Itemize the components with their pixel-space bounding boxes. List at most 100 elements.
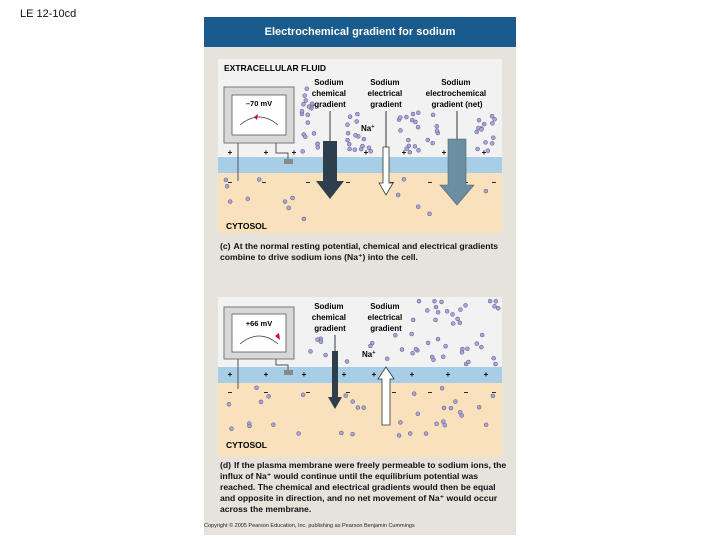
- plus-charge: +: [372, 370, 377, 379]
- sodium-ion: [345, 122, 350, 127]
- minus-charge: –: [346, 388, 351, 397]
- sodium-ion: [256, 177, 262, 182]
- label-chemical-gradient: Sodium chemical gradient: [312, 78, 348, 109]
- sodium-ion: [404, 146, 409, 151]
- plus-charge: +: [264, 370, 269, 379]
- sodium-ion: [453, 399, 458, 404]
- sodium-ion: [398, 420, 403, 425]
- ion-label-na: Na+: [361, 124, 374, 133]
- sodium-ion: [444, 309, 450, 314]
- minus-charge: –: [492, 178, 497, 187]
- sodium-ion: [423, 431, 429, 436]
- meter-reading: –70 mV: [246, 99, 272, 108]
- sodium-ion: [393, 333, 398, 338]
- net-gradient-arrow: [439, 138, 475, 206]
- region-label-extracellular: EXTRACELLULAR FLUID: [224, 63, 326, 73]
- label-net-gradient: Sodium electrochemical gradient (net): [426, 78, 489, 109]
- minus-charge: –: [228, 388, 233, 397]
- meter-needle: [275, 333, 280, 340]
- caption-tag-c: (c): [220, 241, 231, 251]
- sodium-ion: [439, 299, 444, 305]
- sodium-ion: [404, 114, 409, 120]
- plus-charge: +: [402, 148, 407, 157]
- sodium-ion: [347, 141, 352, 147]
- label-electrical-gradient: Sodium electrical gradient: [368, 302, 405, 333]
- sodium-ion: [396, 433, 402, 438]
- sodium-ion: [483, 422, 489, 428]
- sodium-ion: [361, 405, 366, 410]
- sodium-ion: [369, 340, 375, 346]
- sodium-ion: [466, 359, 471, 365]
- sodium-ion: [413, 119, 418, 125]
- sodium-ion: [493, 361, 498, 367]
- sodium-ion: [441, 405, 447, 411]
- sodium-ion: [290, 195, 295, 201]
- sodium-ion: [463, 303, 468, 308]
- sodium-ion: [305, 112, 310, 118]
- sodium-ion: [489, 113, 495, 119]
- sodium-ion: [448, 405, 454, 411]
- minus-charge: –: [428, 178, 433, 187]
- meter-needle: [254, 114, 258, 120]
- sodium-ion: [435, 310, 441, 315]
- plus-charge: +: [442, 148, 447, 157]
- sodium-ion: [368, 149, 373, 154]
- plus-charge: +: [364, 148, 369, 157]
- sodium-ion: [343, 393, 348, 398]
- sodium-ion: [416, 298, 422, 304]
- ion-dots: [223, 86, 497, 222]
- sodium-ion: [344, 359, 350, 364]
- sodium-ion: [258, 399, 264, 405]
- region-label-cytosol: CYTOSOL: [226, 221, 267, 231]
- sodium-ion: [401, 177, 407, 182]
- minus-charge: –: [464, 388, 469, 397]
- sodium-ion: [315, 337, 320, 342]
- sodium-ion: [410, 350, 415, 356]
- sodium-ion: [323, 352, 328, 358]
- sodium-ion: [299, 108, 305, 114]
- caption-text-d: If the plasma membrane were freely perme…: [220, 460, 507, 514]
- sodium-ion: [353, 133, 358, 138]
- sodium-ion: [483, 140, 488, 145]
- sodium-ion: [302, 93, 307, 98]
- sodium-ion: [441, 419, 446, 424]
- voltmeter: +66 mV: [223, 306, 295, 389]
- sodium-ion: [411, 391, 417, 396]
- sodium-ion: [491, 355, 496, 361]
- sodium-ion: [429, 354, 435, 360]
- sodium-ion: [476, 404, 482, 410]
- plus-charge: +: [228, 370, 233, 379]
- sodium-ion: [303, 98, 309, 103]
- minus-charge: –: [306, 178, 311, 187]
- sodium-ion: [398, 128, 403, 133]
- sodium-ion: [465, 346, 470, 352]
- sodium-ion: [416, 110, 421, 115]
- sodium-ion: [479, 332, 485, 338]
- plus-charge: +: [446, 370, 451, 379]
- electrode-right: [275, 143, 289, 159]
- sodium-ion: [254, 385, 259, 391]
- sodium-ion: [425, 137, 431, 143]
- sodium-ion: [406, 137, 411, 143]
- sodium-ion: [474, 341, 480, 346]
- sodium-ion: [345, 137, 350, 143]
- minus-charge: –: [262, 178, 267, 187]
- electrode-right: [275, 359, 289, 370]
- electrical-gradient-arrow: [378, 146, 394, 196]
- caption-d: (d)If the plasma membrane were freely pe…: [220, 460, 512, 515]
- sodium-ion: [410, 111, 416, 117]
- sodium-ion: [430, 140, 435, 146]
- label-chemical-gradient: Sodium chemical gradient: [312, 302, 348, 333]
- sodium-ion: [410, 317, 416, 323]
- sodium-ion: [479, 344, 484, 350]
- meter-reading: +66 mV: [246, 319, 272, 328]
- region-label-cytosol: CYTOSOL: [226, 440, 267, 450]
- sodium-ion: [443, 343, 448, 349]
- sodium-ion: [440, 354, 446, 360]
- sodium-ion: [425, 308, 430, 313]
- minus-charge: –: [492, 388, 497, 397]
- sodium-ion: [481, 121, 487, 127]
- caption-tag-d: (d): [220, 460, 231, 470]
- copyright-notice: Copyright © 2005 Pearson Education, Inc.…: [204, 523, 415, 529]
- sodium-ion: [415, 204, 421, 209]
